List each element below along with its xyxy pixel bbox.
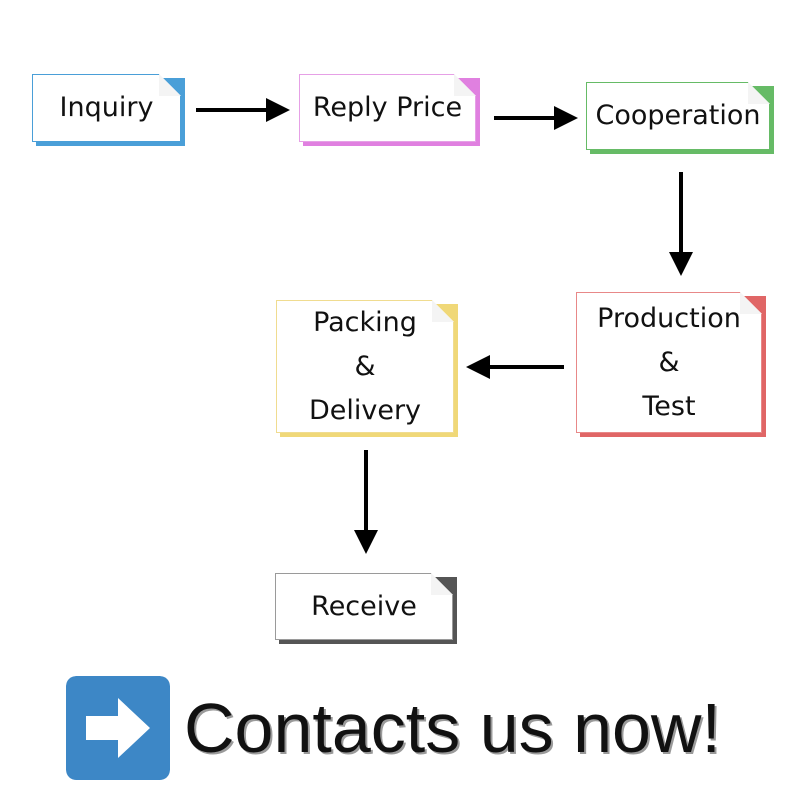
node-receive-label: Receive [311, 590, 417, 622]
node-reply-price: Reply Price [299, 74, 476, 142]
contact-us-text[interactable]: Contacts us now! [184, 689, 721, 767]
node-reply-price-label: Reply Price [312, 92, 463, 123]
node-inquiry: Inquiry [32, 74, 181, 142]
node-packing-delivery-label: Packing & Delivery [308, 306, 422, 426]
node-inquiry-label: Inquiry [59, 92, 154, 123]
node-production-test-label: Production & Test [597, 302, 741, 422]
node-cooperation-label: Cooperation [595, 100, 761, 131]
node-receive: Receive [275, 573, 453, 640]
node-cooperation: Cooperation [586, 82, 770, 150]
node-production-test: Production & Test [576, 292, 762, 433]
node-packing-delivery: Packing & Delivery [276, 300, 454, 433]
right-arrow-icon[interactable] [66, 676, 170, 780]
